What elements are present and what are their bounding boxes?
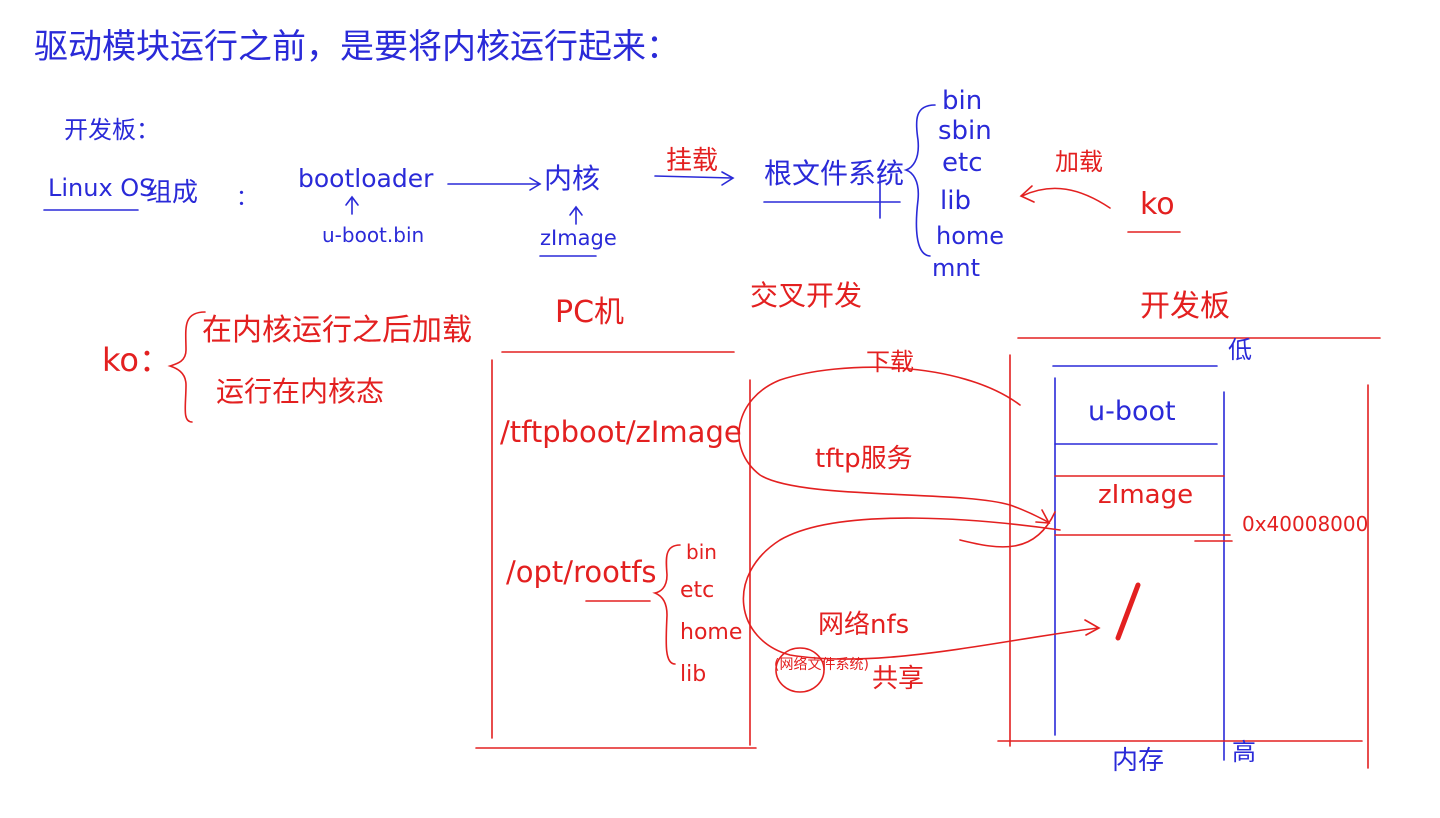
blue-strokes [43,104,1225,761]
ko-note-line2: 运行在内核态 [216,375,385,408]
memory-label: 内存 [1112,746,1165,776]
red-strokes [167,185,1381,769]
rootfs-dir: home [936,222,1005,250]
pc-dir: etc [680,578,715,603]
system-colon: ： [236,186,259,211]
kernel-label: 内核 [544,162,601,195]
ko-note-label: ko： [102,341,171,379]
cross-title: 交叉开发 [750,279,863,312]
share-label: 共享 [872,664,925,694]
brace-ko-note [167,311,206,423]
loop-tftp-tail [959,511,1056,548]
ko-note-line1: 在内核运行之后加载 [202,313,472,348]
uboot-label: u-boot [1088,396,1176,427]
arrow-tftp-head [1035,509,1051,524]
tftp-label: tftp服务 [815,444,913,474]
pc-dir: bin [686,540,717,564]
rootfs-dir: sbin [938,116,992,146]
arrow-up-bootloader-head [345,195,359,206]
rootfs-dir: etc [942,148,983,178]
rootfs-dir: bin [942,86,983,116]
nfs-note: (网络文件系统) [774,657,869,673]
board-title: 开发板 [1140,289,1230,324]
brace-rootfs-dirs [903,104,936,257]
arrow-kernel-to-rootfs [654,175,733,179]
rootfs-dir: mnt [932,254,980,282]
pc-dir: lib [680,662,707,687]
page-title: 驱动模块运行之前，是要将内核运行起来： [34,27,680,67]
arrow-ko-load [1021,187,1111,209]
brace-pc-dirs [652,544,681,665]
pc-title: PC机 [555,295,625,330]
system-suffix: 组成 [146,178,199,208]
loop-nfs [742,517,1099,660]
high-label: 高 [1232,738,1256,766]
board-label: 开发板： [64,116,160,144]
zimage-label: zImage [1098,480,1194,510]
nfs-label: 网络nfs [818,610,910,640]
arrow-ko-load-head [1019,185,1035,203]
tftp-path: /tftpboot/zImage [500,415,742,449]
pc-dir: home [680,620,743,645]
bootloader-label: bootloader [298,164,434,193]
mount-label: 挂载 [666,146,719,176]
load-label: 加载 [1055,148,1103,176]
arrow-bootloader-to-kernel-head [529,177,542,191]
low-label: 低 [1228,336,1252,364]
ko-label: ko [1140,187,1175,222]
arrow-up-kernel-head [569,205,583,216]
kernel-file: zImage [540,226,617,250]
arrow-nfs-head [1084,619,1101,636]
circle-nfs-note [775,647,825,693]
cursor-mark [1115,582,1141,641]
rootfs-dir: lib [940,186,971,216]
rootfs-label: 根文件系统 [764,157,905,190]
download-label: 下载 [866,348,914,376]
arrow-kernel-to-rootfs-head [721,171,735,186]
bootloader-file: u-boot.bin [322,223,425,247]
load-address: 0x40008000 [1242,512,1369,536]
system-prefix: Linux OS [48,174,155,202]
rootfs-path: /opt/rootfs [506,555,657,589]
